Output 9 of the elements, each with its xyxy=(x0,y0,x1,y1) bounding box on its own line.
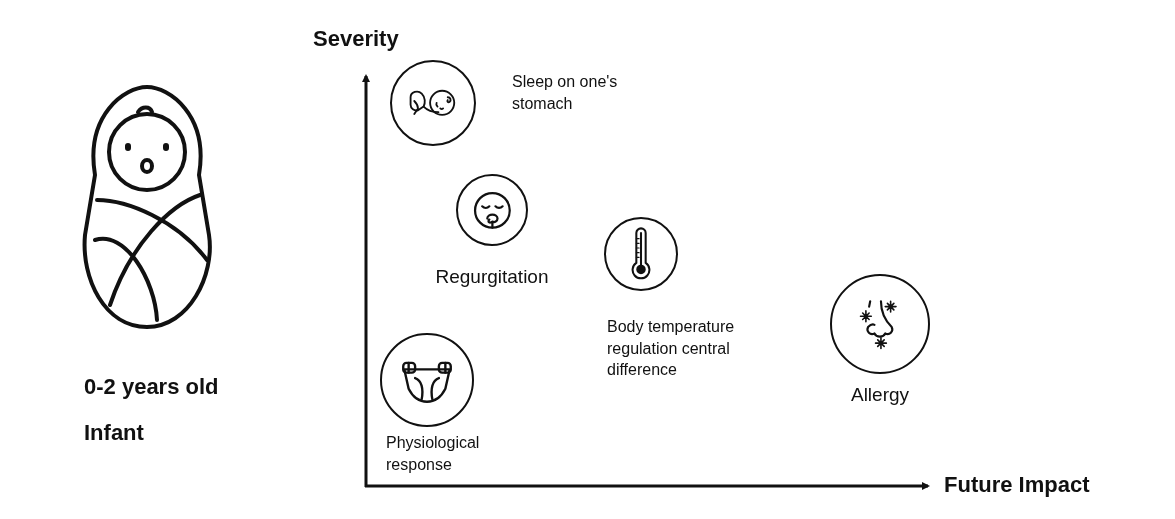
item-label: Sleep on one's stomach xyxy=(512,72,619,114)
item-label: Physiological response xyxy=(386,433,481,475)
stage-label: Infant xyxy=(84,419,144,447)
age-label: 0-2 years old xyxy=(84,373,219,401)
item-label: Allergy xyxy=(849,383,911,407)
axis-title: Future Impact xyxy=(944,471,1090,499)
item-label: Regurgitation xyxy=(434,265,550,289)
axis-title: Severity xyxy=(313,25,399,53)
item-label: Body temperature regulation central difference xyxy=(607,317,736,381)
